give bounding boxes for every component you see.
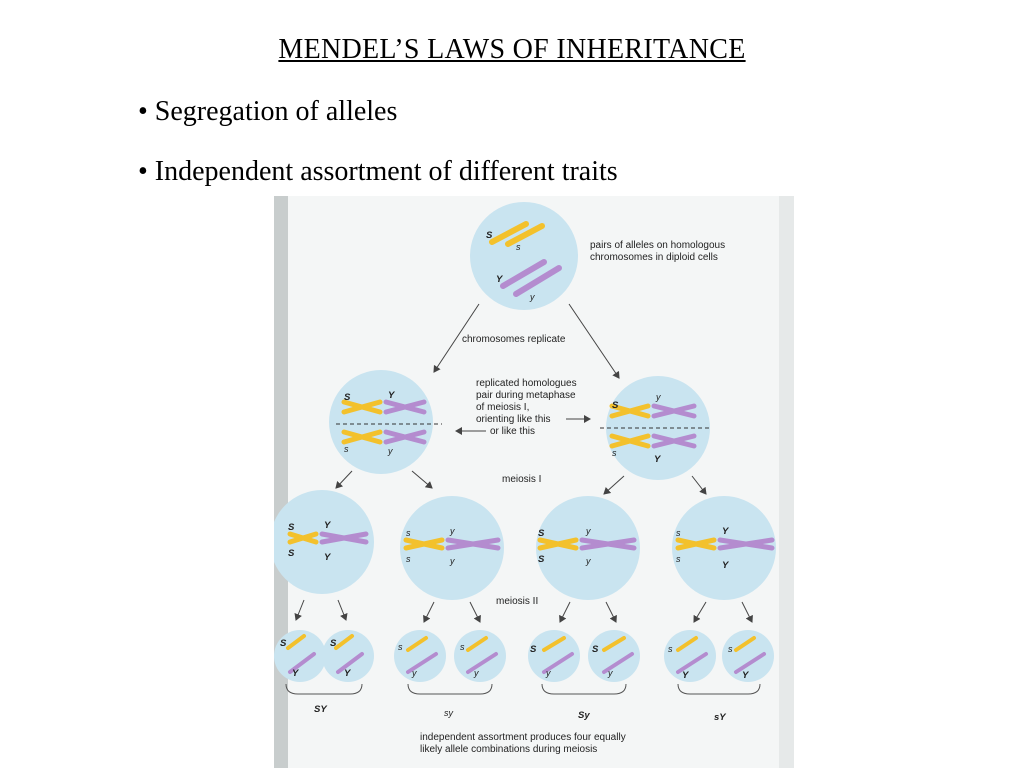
svg-text:S: S [344,392,351,403]
allele-Y: Y [496,274,504,285]
svg-text:Y: Y [344,668,352,679]
page-fold-shadow [274,196,288,768]
metaphase-cell-right: S y s Y [600,376,710,480]
svg-text:Y: Y [324,520,332,531]
svg-text:y: y [449,526,455,536]
svg-text:y: y [449,556,455,566]
svg-text:y: y [655,392,661,402]
svg-text:replicated homologues: replicated homologues [476,378,577,389]
gamete-8: s Y [722,630,774,682]
metaphase-cell-left: S Y s y [329,370,442,474]
gamete-4: s y [454,630,506,682]
svg-text:s: s [612,448,617,458]
gamete-2: S Y [322,630,374,682]
slide-title: MENDEL’S LAWS OF INHERITANCE [278,34,746,65]
label-meiosis-2: meiosis II [496,596,538,607]
allele-y: y [529,292,535,302]
svg-text:Y: Y [742,670,750,681]
svg-text:Y: Y [388,390,396,401]
svg-text:y: y [545,668,551,678]
gamete-7: s Y [664,630,716,682]
svg-text:pair during metaphase: pair during metaphase [476,390,576,401]
svg-text:s: s [398,642,403,652]
svg-text:y: y [387,446,393,456]
bullet-independent-assortment: • Independent assortment of different tr… [138,156,618,187]
meiosis1-cell-4: s s Y Y [672,496,776,600]
svg-text:Y: Y [682,670,690,681]
svg-text:of meiosis I,: of meiosis I, [476,402,529,413]
meiosis1-cell-1: S S Y Y [274,490,374,594]
svg-text:s: s [460,642,465,652]
allele-S: S [486,230,493,241]
caption-line1: independent assortment produces four equ… [420,732,626,743]
svg-text:S: S [288,548,295,559]
svg-text:s: s [676,528,681,538]
meiosis1-cell-2: s s y y [400,496,504,600]
svg-text:y: y [473,668,479,678]
svg-text:orienting like this: orienting like this [476,414,550,425]
gamete-3: s y [394,630,446,682]
svg-text:Y: Y [292,668,300,679]
label-pairs-line2: chromosomes in diploid cells [590,252,718,263]
svg-text:s: s [344,444,349,454]
combo-sY: sY [714,712,727,723]
caption-line2: likely allele combinations during meiosi… [420,744,597,755]
meiosis-figure: S s Y y pairs of alleles on homologous c… [274,196,794,768]
svg-text:s: s [406,528,411,538]
label-pairs-line1: pairs of alleles on homologous [590,240,725,251]
svg-text:s: s [728,644,733,654]
svg-text:S: S [612,400,619,411]
svg-text:s: s [676,554,681,564]
page-edge [779,196,794,768]
svg-text:S: S [280,638,287,649]
svg-text:Y: Y [722,560,730,571]
svg-text:or like this: or like this [490,426,535,437]
svg-text:Y: Y [722,526,730,537]
gamete-6: S y [588,630,640,682]
combo-Sy: Sy [578,710,590,721]
gamete-1: S Y [274,630,326,682]
svg-text:y: y [411,668,417,678]
svg-text:y: y [585,556,591,566]
svg-text:S: S [530,644,537,655]
gamete-5: S y [528,630,580,682]
combo-sy: sy [444,708,454,718]
svg-text:s: s [668,644,673,654]
label-chromosomes-replicate: chromosomes replicate [462,334,566,345]
allele-s: s [516,242,521,252]
svg-text:S: S [330,638,337,649]
svg-text:S: S [288,522,295,533]
bullet-segregation: • Segregation of alleles [138,96,398,127]
svg-text:y: y [585,526,591,536]
svg-text:y: y [607,668,613,678]
label-meiosis-1: meiosis I [502,474,541,485]
svg-text:s: s [406,554,411,564]
parent-cell: S s Y y [470,202,578,310]
meiosis1-cell-3: S S y y [536,496,640,600]
combo-SY: SY [314,704,328,715]
svg-text:S: S [592,644,599,655]
svg-text:S: S [538,528,545,539]
svg-text:Y: Y [654,454,662,465]
svg-text:Y: Y [324,552,332,563]
svg-text:S: S [538,554,545,565]
